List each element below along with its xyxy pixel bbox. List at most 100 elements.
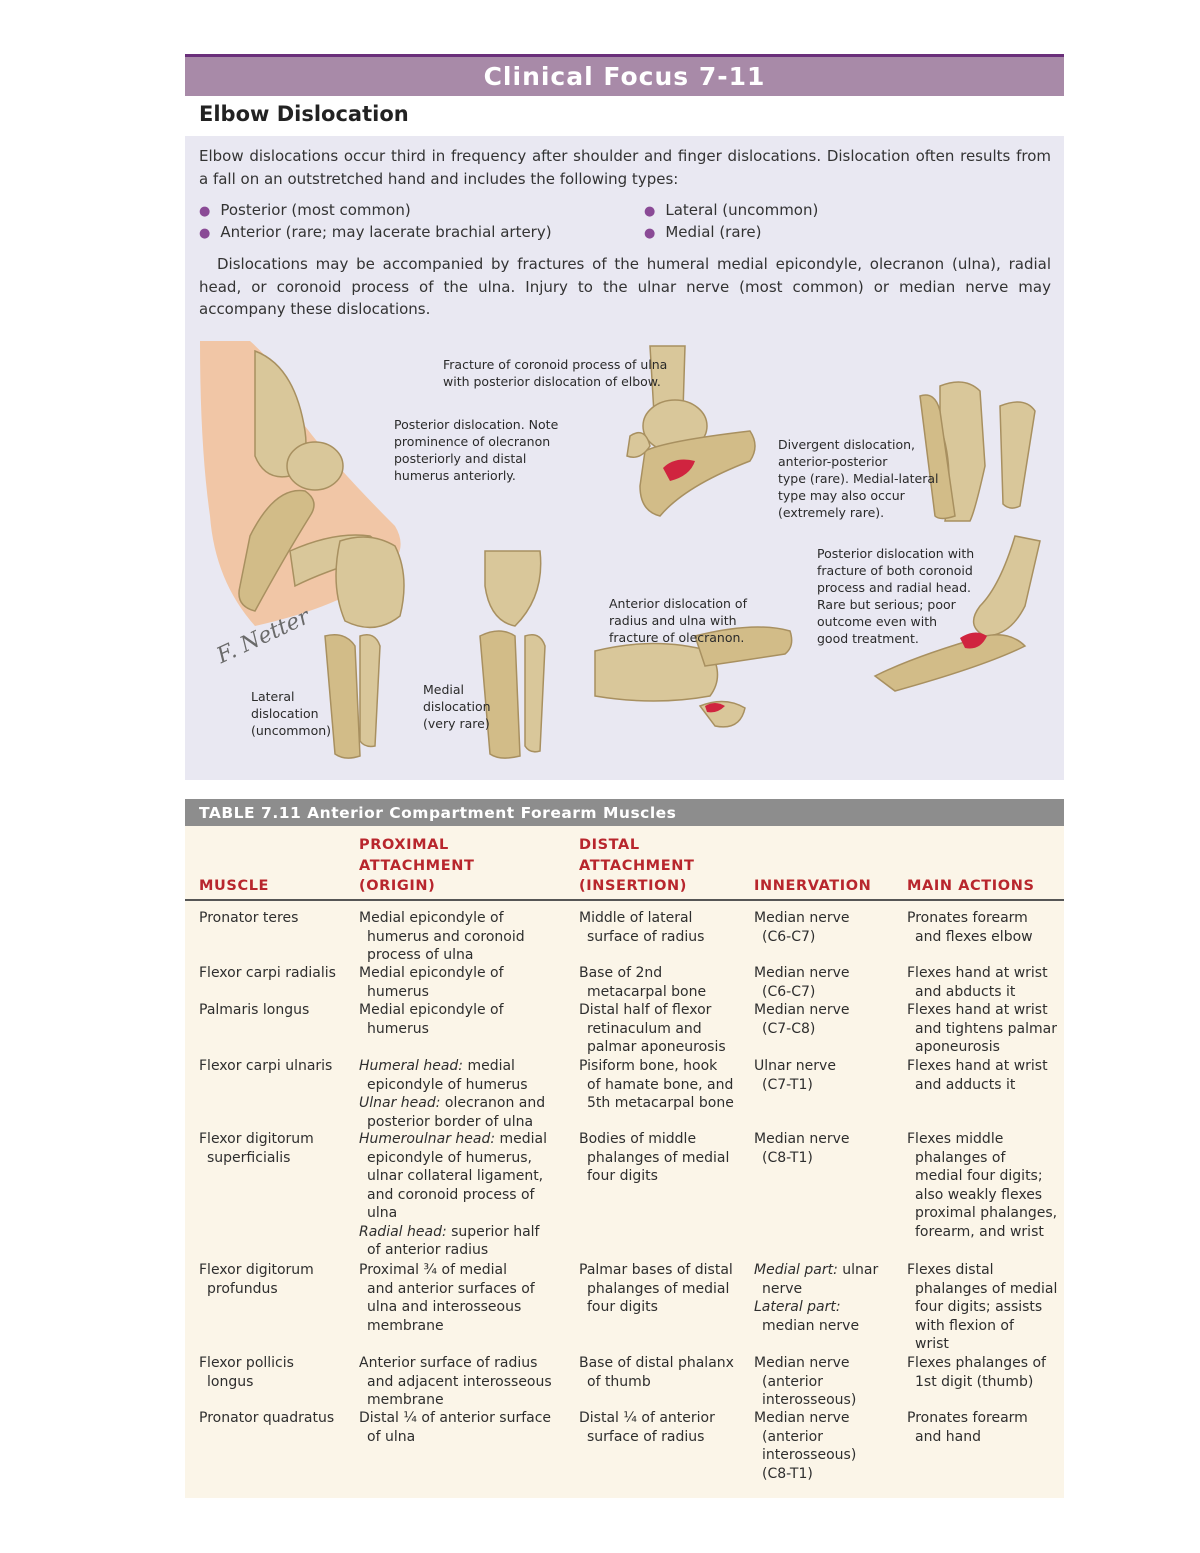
cell-line: longus xyxy=(207,1373,254,1390)
caption-medial: Medial dislocation (very rare) xyxy=(423,681,491,732)
caption-line: Posterior dislocation. Note xyxy=(394,417,559,432)
ulna-bone xyxy=(694,626,793,667)
caption-line: (very rare) xyxy=(423,716,490,731)
cell-line: ulna xyxy=(367,1205,398,1221)
cell-line: humerus and coronoid xyxy=(367,928,525,945)
cell-line: Flexor digitorum xyxy=(199,1131,314,1147)
cell-line: Medial epicondyle of xyxy=(359,965,504,981)
illustration-svg: F. Netter xyxy=(200,341,1041,759)
cell-line: surface of radius xyxy=(587,1428,705,1445)
cell-muscle: Flexor digitorum superficialis xyxy=(199,1130,314,1167)
caption-line: outcome even with xyxy=(817,614,938,629)
header-line: (INSERTION) xyxy=(579,878,687,894)
bullet-icon: ● xyxy=(199,204,211,219)
cell-text: olecranon and xyxy=(440,1095,546,1111)
cell-line: membrane xyxy=(367,1392,444,1408)
radius-bone xyxy=(359,634,381,748)
cell-innervation: Median nerve(C8-T1) xyxy=(754,1130,850,1167)
header-line: ATTACHMENT xyxy=(359,857,475,874)
caption-line: process and radial head. xyxy=(817,580,971,595)
header-divider xyxy=(185,899,1064,901)
cell-label: Ulnar head: xyxy=(359,1095,441,1111)
cell-muscle: Pronator teres xyxy=(199,909,298,928)
ulna-bone xyxy=(238,489,315,612)
cell-line: process of ulna xyxy=(367,947,474,963)
cell-line: Humeral head: medial xyxy=(359,1057,545,1076)
cell-line: Median nerve xyxy=(754,965,850,981)
cell-line: (C8-T1) xyxy=(762,1149,813,1166)
cell-line: and coronoid process of xyxy=(367,1186,535,1203)
ulna-bone xyxy=(919,394,956,520)
cell-line: 5th metacarpal bone xyxy=(587,1095,734,1111)
cell-line: of anterior radius xyxy=(367,1242,489,1258)
cell-line: proximal phalanges, xyxy=(915,1205,1058,1221)
cell-line: 1st digit (thumb) xyxy=(915,1373,1034,1390)
caption-anterior: Anterior dislocation of radius and ulna … xyxy=(609,595,747,646)
cell-line: phalanges of medial xyxy=(587,1149,730,1166)
cell-line: Median nerve xyxy=(754,1002,850,1018)
cell-line: Flexor carpi radialis xyxy=(199,965,336,981)
list-item: ●Lateral (uncommon) xyxy=(644,199,818,224)
cell-line: and anterior surfaces of xyxy=(367,1280,535,1297)
cell-innervation: Ulnar nerve(C7-T1) xyxy=(754,1057,836,1094)
elbow-dislocation-illustration: F. Netter Fracture of coronoid process o… xyxy=(195,336,1055,772)
cell-line: and hand xyxy=(915,1428,982,1445)
list-item-text: Posterior (most common) xyxy=(220,201,411,219)
cell-line: phalanges of xyxy=(915,1149,1006,1166)
cell-line: Anterior surface of radius xyxy=(359,1355,538,1371)
cell-line: (C6-C7) xyxy=(762,928,816,945)
cell-text: medial xyxy=(495,1131,548,1147)
cell-line: aponeurosis xyxy=(915,1039,1000,1055)
cell-line: and adjacent interosseous xyxy=(367,1373,552,1390)
caption-line: type (rare). Medial-lateral xyxy=(778,471,939,486)
cell-line: Ulnar head: olecranon and xyxy=(359,1094,545,1113)
humerus-bone xyxy=(972,535,1041,637)
caption-line: Fracture of coronoid process of ulna xyxy=(443,357,668,372)
cell-line: Distal ¼ of anterior xyxy=(579,1410,715,1426)
cell-line: posterior border of ulna xyxy=(367,1113,534,1130)
cell-line: Median nerve xyxy=(754,1410,850,1426)
ulna-bone xyxy=(479,630,521,759)
cell-text: ulnar xyxy=(837,1262,879,1278)
cell-line: Pronates forearm xyxy=(907,910,1028,926)
ulna-bone xyxy=(639,430,756,517)
ulna-bone xyxy=(873,634,1027,692)
cell-muscle: Flexor carpi ulnaris xyxy=(199,1057,332,1076)
cell-proximal-attachment: Anterior surface of radius and adjacent i… xyxy=(359,1354,552,1410)
bone-fragment xyxy=(626,431,651,458)
col-header-actions: MAIN ACTIONS xyxy=(907,878,1035,894)
cell-line: nerve xyxy=(762,1280,803,1297)
cell-muscle: Pronator quadratus xyxy=(199,1409,334,1428)
cell-line: of ulna xyxy=(367,1428,416,1445)
cell-line: also weakly flexes xyxy=(915,1186,1043,1203)
cell-line: ulna and interosseous xyxy=(367,1299,522,1315)
cell-line: phalanges of medial xyxy=(587,1280,730,1297)
cell-line: Medial epicondyle of xyxy=(359,1002,504,1018)
cell-line: retinaculum and xyxy=(587,1020,702,1037)
cell-line: Pronator teres xyxy=(199,910,299,926)
cell-line: (anterior xyxy=(762,1428,823,1445)
list-item-text: Lateral (uncommon) xyxy=(665,201,819,219)
caption-posterior: Posterior dislocation. Note prominence o… xyxy=(394,416,558,484)
cell-muscle: Palmaris longus xyxy=(199,1001,309,1020)
cell-line: Flexes hand at wrist xyxy=(907,965,1048,981)
cell-distal-attachment: Distal ¼ of anterior surface of radius xyxy=(579,1409,715,1446)
list-item-text: Anterior (rare; may lacerate brachial ar… xyxy=(220,223,552,241)
cell-line: superficialis xyxy=(207,1149,291,1166)
caption-line: type may also occur xyxy=(778,488,905,503)
cell-line: and abducts it xyxy=(915,983,1016,1000)
cell-label: Lateral part: xyxy=(754,1299,841,1315)
caption-line: Medial xyxy=(423,682,465,697)
cell-line: Base of distal phalanx xyxy=(579,1355,734,1371)
header-line: ATTACHMENT xyxy=(579,857,695,874)
list-item: ● Posterior (most common) xyxy=(199,199,411,224)
cell-line: epicondyle of humerus xyxy=(367,1076,528,1093)
